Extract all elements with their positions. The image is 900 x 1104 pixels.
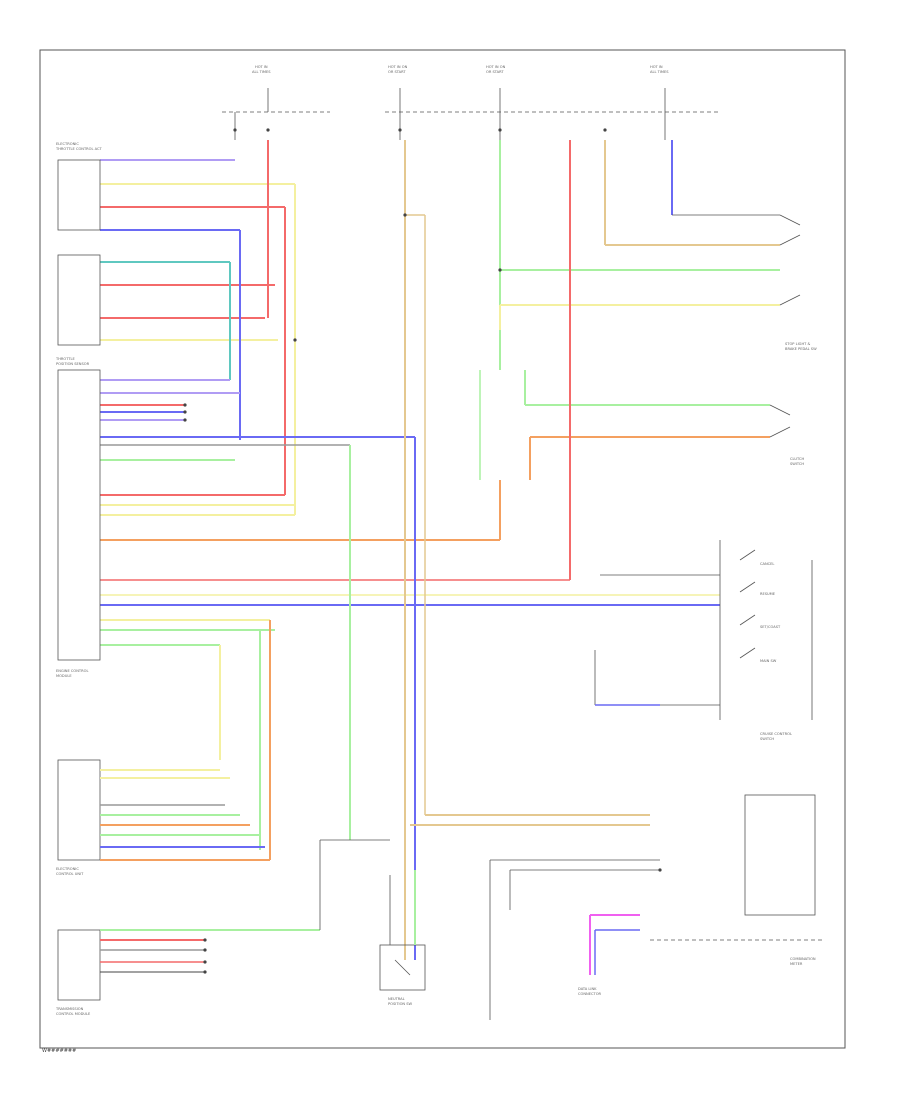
label-neutral-position-switch: NEUTRAL POSITION SW [388, 997, 413, 1006]
fuse-label-mid2: HOT IN ON OR START [486, 65, 506, 74]
component-box-ecm [57, 369, 101, 661]
svg-text:POSITION SW: POSITION SW [388, 1002, 413, 1006]
svg-text:MODULE: MODULE [56, 674, 72, 678]
svg-text:ALL TIMES: ALL TIMES [252, 70, 271, 74]
svg-text:OR START: OR START [486, 70, 504, 74]
svg-text:METER: METER [790, 962, 803, 966]
switch-label-resume: RESUME [760, 592, 776, 596]
svg-text:SWITCH: SWITCH [760, 737, 774, 741]
svg-text:POSITION SENSOR: POSITION SENSOR [56, 362, 90, 366]
svg-text:ENGINE CONTROL: ENGINE CONTROL [56, 669, 88, 673]
wire-group-ecm [100, 379, 720, 646]
svg-text:ELECTRONIC: ELECTRONIC [56, 142, 79, 146]
label-electronic-control-unit: ELECTRONIC CONTROL UNIT [56, 867, 84, 876]
svg-text:HOT IN: HOT IN [650, 65, 663, 69]
svg-text:OR START: OR START [388, 70, 406, 74]
label-engine-control-module: ENGINE CONTROL MODULE [56, 669, 88, 678]
component-box-ecu [57, 759, 101, 861]
label-stop-light-switch: STOP LIGHT & BRAKE PEDAL SW [785, 342, 817, 351]
svg-text:DATA LINK: DATA LINK [578, 987, 597, 991]
footer-code: W####### [42, 1048, 76, 1054]
fuse-label-right: HOT IN ALL TIMES [650, 65, 669, 74]
svg-text:CONTROL MODULE: CONTROL MODULE [56, 1012, 91, 1016]
fuse-label-mid1: HOT IN ON OR START [388, 65, 408, 74]
fuse-label-left: HOT IN ALL TIMES [252, 65, 271, 74]
svg-text:COMBINATION: COMBINATION [790, 957, 816, 961]
component-box-throttle-actuator [57, 159, 101, 231]
svg-text:HOT IN ON: HOT IN ON [486, 65, 506, 69]
label-combination-meter: COMBINATION METER [790, 957, 816, 966]
svg-text:ALL TIMES: ALL TIMES [650, 70, 669, 74]
svg-text:CONTROL UNIT: CONTROL UNIT [56, 872, 84, 876]
svg-text:BRAKE PEDAL SW: BRAKE PEDAL SW [785, 347, 817, 351]
label-clutch-switch: CLUTCH SWITCH [790, 457, 804, 466]
label-transmission-control-module: TRANSMISSION CONTROL MODULE [55, 1007, 91, 1016]
label-data-link-connector: DATA LINK CONNECTOR [578, 987, 602, 996]
svg-text:STOP LIGHT &: STOP LIGHT & [785, 342, 811, 346]
label-throttle-position-sensor: THROTTLE POSITION SENSOR [55, 357, 90, 366]
switch-label-main: MAIN SW [760, 659, 777, 663]
svg-text:TRANSMISSION: TRANSMISSION [55, 1007, 84, 1011]
svg-text:SWITCH: SWITCH [790, 462, 804, 466]
svg-text:THROTTLE: THROTTLE [55, 357, 76, 361]
splice-points [183, 128, 662, 974]
wire-group-upper-left [100, 159, 295, 341]
component-box-cruise-main [57, 254, 101, 346]
svg-text:CLUTCH: CLUTCH [790, 457, 804, 461]
label-electronic-throttle-control: ELECTRONIC THROTTLE CONTROL ACT [55, 142, 103, 151]
svg-text:HOT IN: HOT IN [255, 65, 268, 69]
switch-label-cancel: CANCEL [760, 562, 774, 566]
svg-text:NEUTRAL: NEUTRAL [388, 997, 405, 1001]
label-cruise-control-switch: CRUISE CONTROL SWITCH [760, 732, 792, 741]
svg-text:ELECTRONIC: ELECTRONIC [56, 867, 79, 871]
component-box-neutral-switch [379, 944, 426, 991]
wire-group-tcm [100, 929, 320, 973]
svg-text:HOT IN ON: HOT IN ON [388, 65, 408, 69]
diagram-frame [39, 49, 846, 1049]
svg-text:THROTTLE CONTROL ACT: THROTTLE CONTROL ACT [55, 147, 103, 151]
component-box-tcm [57, 929, 101, 1001]
svg-text:CRUISE CONTROL: CRUISE CONTROL [760, 732, 792, 736]
switch-label-set: SET/COAST [760, 625, 781, 629]
switch-symbols [394, 214, 801, 976]
wire-group-ecu [100, 769, 270, 861]
svg-text:CONNECTOR: CONNECTOR [578, 992, 602, 996]
component-box-combination-meter [744, 794, 816, 916]
